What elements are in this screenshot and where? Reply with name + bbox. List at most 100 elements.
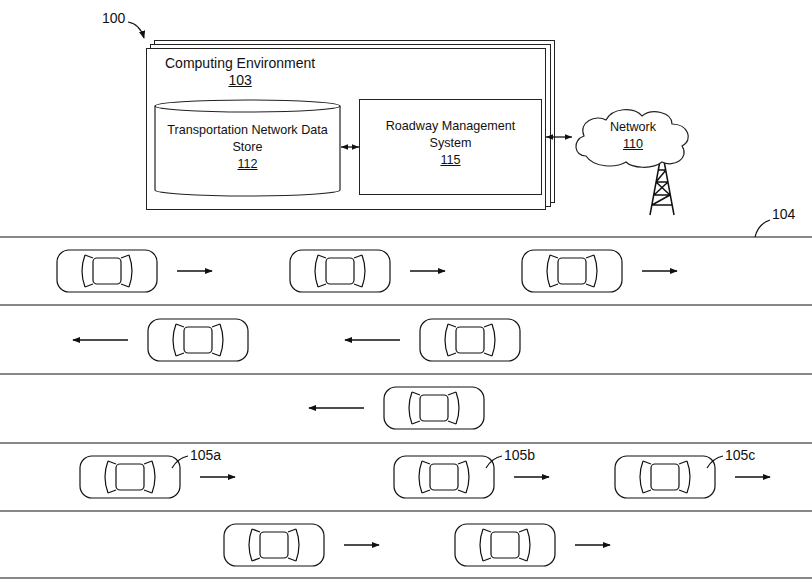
car-window xyxy=(173,324,176,356)
leader-lines xyxy=(172,456,723,468)
direction-arrow xyxy=(344,544,379,546)
car-roof xyxy=(184,327,212,353)
car xyxy=(522,250,622,292)
car-pillar xyxy=(412,392,456,424)
car xyxy=(80,456,180,498)
direction-arrow xyxy=(309,407,364,409)
car-body xyxy=(420,319,520,361)
car-pillar xyxy=(643,461,687,493)
car-window xyxy=(249,529,252,561)
roadway xyxy=(0,237,812,578)
direction-arrow xyxy=(735,476,770,478)
direction-arrow xyxy=(345,339,400,341)
car-window xyxy=(466,461,469,493)
direction-arrow xyxy=(642,270,677,272)
car-body xyxy=(455,524,555,566)
car-pillar xyxy=(422,461,466,493)
car-roof xyxy=(651,464,679,490)
car-pillar xyxy=(550,255,594,287)
car-window xyxy=(492,324,495,356)
leader-line xyxy=(128,22,144,38)
car-pillar xyxy=(483,529,527,561)
direction-arrow xyxy=(177,270,212,272)
car xyxy=(455,524,555,566)
car xyxy=(57,250,157,292)
callout-number: 105a xyxy=(190,447,221,463)
car-window xyxy=(527,529,530,561)
car xyxy=(615,456,715,498)
car-roof xyxy=(420,395,448,421)
car xyxy=(420,319,520,361)
car xyxy=(384,387,484,429)
car-pillar xyxy=(448,324,492,356)
car-body xyxy=(57,250,157,292)
direction-arrow xyxy=(73,339,128,341)
cylinder-side xyxy=(155,106,340,196)
car-body xyxy=(80,456,180,498)
network-cloud: Network110 xyxy=(572,106,694,168)
car-roof xyxy=(456,327,484,353)
callout-number: 100 xyxy=(102,10,125,26)
car-pillar xyxy=(108,461,152,493)
direction-arrow xyxy=(514,476,549,478)
callout-number: 105b xyxy=(504,447,535,463)
car-pillar xyxy=(176,324,220,356)
car-window xyxy=(687,461,690,493)
car xyxy=(148,319,248,361)
reference-number: 103 xyxy=(165,72,315,89)
leader-line xyxy=(755,220,770,237)
connector-arrow xyxy=(341,146,359,147)
car-body xyxy=(615,456,715,498)
car-window xyxy=(296,529,299,561)
car-window xyxy=(82,255,85,287)
car-roof xyxy=(558,258,586,284)
car-window xyxy=(640,461,643,493)
car-body xyxy=(394,456,494,498)
car-body xyxy=(384,387,484,429)
car-body xyxy=(522,250,622,292)
node-label: Transportation Network Data Store xyxy=(160,122,335,156)
car xyxy=(224,524,324,566)
car-window xyxy=(315,255,318,287)
car-window xyxy=(547,255,550,287)
car-roof xyxy=(260,532,288,558)
car-window xyxy=(409,392,412,424)
car-pillar xyxy=(85,255,129,287)
car-pillar xyxy=(252,529,296,561)
car-roof xyxy=(326,258,354,284)
car-window xyxy=(480,529,483,561)
node-label: Computing Environment xyxy=(165,55,315,72)
direction-arrow xyxy=(200,476,235,478)
node-label: Roadway Management System xyxy=(368,118,533,152)
car-roof xyxy=(491,532,519,558)
car-window xyxy=(220,324,223,356)
direction-arrow xyxy=(575,544,610,546)
direction-arrow xyxy=(410,270,445,272)
car-roof xyxy=(430,464,458,490)
car-body xyxy=(148,319,248,361)
car-pillar xyxy=(318,255,362,287)
car-window xyxy=(129,255,132,287)
callout-number: 104 xyxy=(772,206,795,222)
car-roof xyxy=(93,258,121,284)
car xyxy=(394,456,494,498)
car-window xyxy=(594,255,597,287)
car xyxy=(290,250,390,292)
car-roof xyxy=(116,464,144,490)
cylinder-top xyxy=(155,100,340,112)
car-window xyxy=(445,324,448,356)
node-label: Network xyxy=(572,119,694,136)
connector-arrow xyxy=(546,136,572,137)
car-window xyxy=(362,255,365,287)
reference-number: 115 xyxy=(368,152,533,169)
car-window xyxy=(456,392,459,424)
car-window xyxy=(419,461,422,493)
vehicles xyxy=(57,250,770,566)
car-body xyxy=(290,250,390,292)
car-window xyxy=(105,461,108,493)
reference-number: 110 xyxy=(572,136,694,153)
car-window xyxy=(152,461,155,493)
car-body xyxy=(224,524,324,566)
